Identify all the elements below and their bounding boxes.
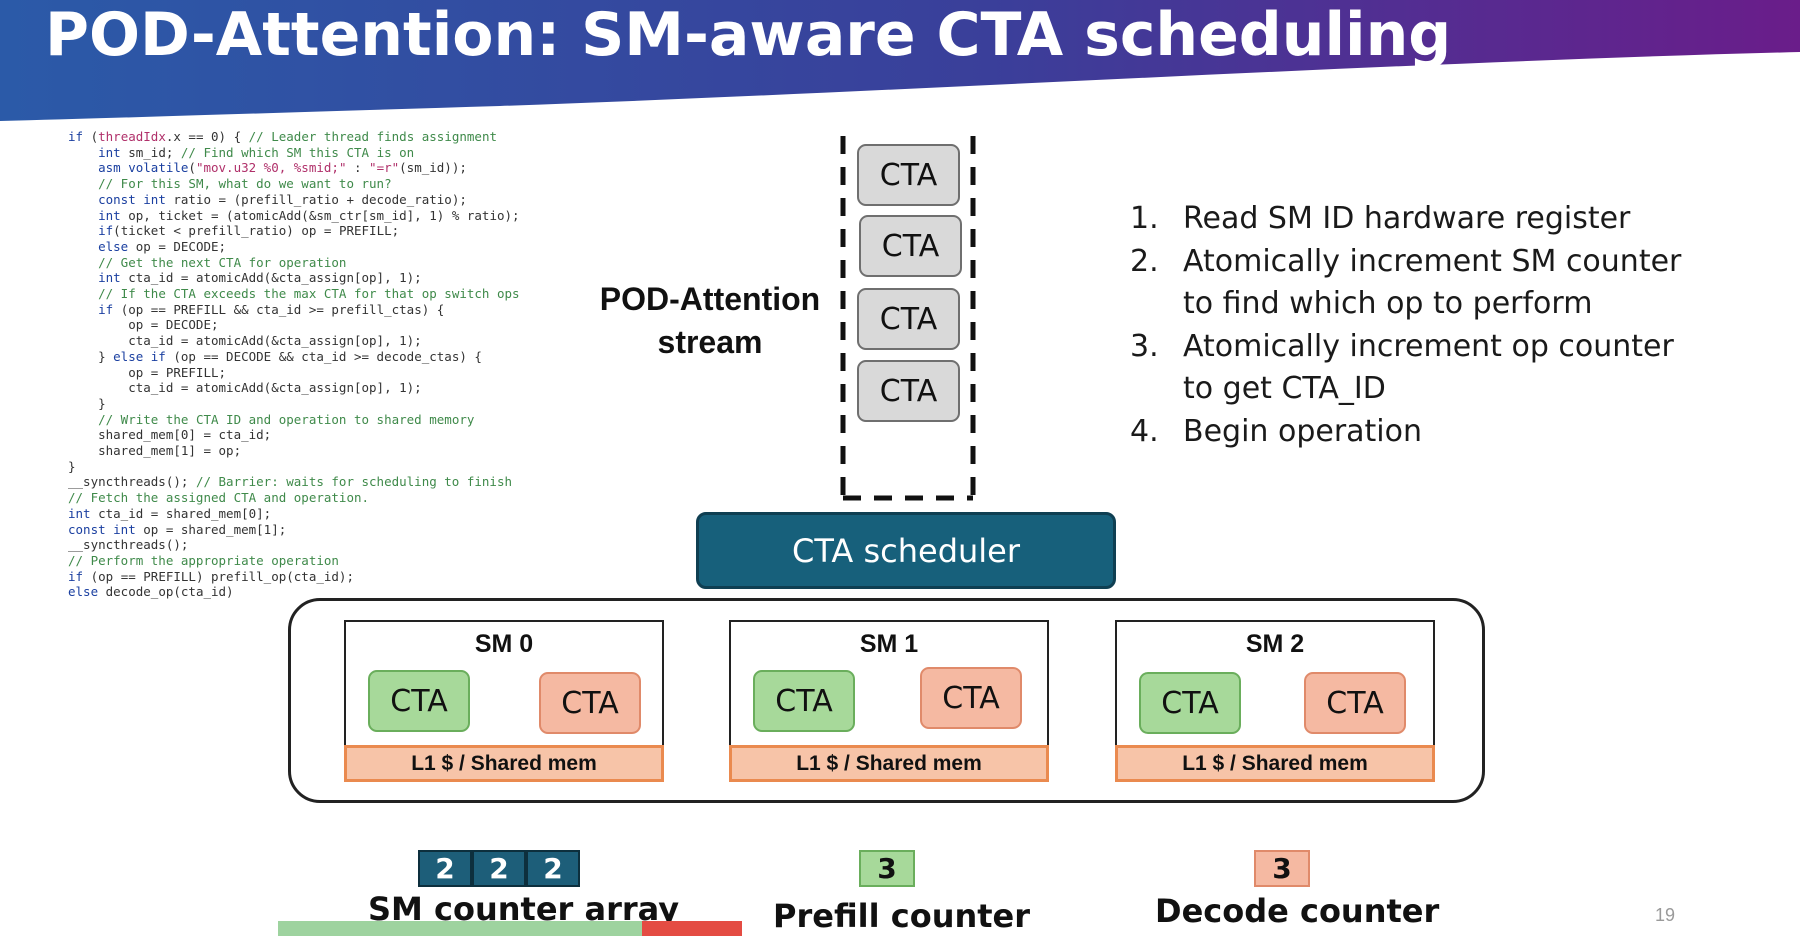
code-line: if (op == PREFILL && cta_id >= prefill_c…	[98, 301, 445, 317]
stream-label: POD-Attention stream	[590, 278, 830, 364]
code-line: cta_id = atomicAdd(&cta_assign[op], 1);	[68, 380, 422, 396]
step-text: Atomically increment op counter	[1183, 328, 1674, 364]
code-line: // For this SM, what do we want to run?	[98, 176, 392, 192]
stream-cta: CTA	[857, 144, 960, 206]
code-listing: if (threadIdx.x == 0) { // Leader thread…	[68, 129, 520, 600]
decode-cta: CTA	[1304, 672, 1406, 734]
code-line: op = DECODE;	[68, 317, 219, 333]
step-number: 2.	[1130, 243, 1159, 279]
sm-1: SM 1 CTA CTA L1 $ / Shared mem	[729, 620, 1049, 782]
step-number: 4.	[1130, 413, 1159, 449]
code-line: __syncthreads(); // Barrier: waits for s…	[68, 474, 513, 490]
bottom-overlay-bar	[642, 921, 742, 936]
step-number: 3.	[1130, 328, 1159, 364]
code-line: int cta_id = shared_mem[0];	[68, 505, 272, 521]
l1-shared-mem: L1 $ / Shared mem	[729, 745, 1049, 782]
code-line: } else if (op == DECODE && cta_id >= dec…	[68, 348, 482, 364]
code-line: // Fetch the assigned CTA and operation.	[68, 490, 370, 506]
steps-list: 1. Read SM ID hardware register 2. Atomi…	[1130, 198, 1730, 453]
code-line: __syncthreads();	[68, 537, 189, 553]
stream-cta: CTA	[859, 215, 962, 277]
code-line: cta_id = atomicAdd(&cta_assign[op], 1);	[68, 333, 422, 349]
decode-counter-label: Decode counter	[1155, 892, 1440, 930]
sm-2: SM 2 CTA CTA L1 $ / Shared mem	[1115, 620, 1435, 782]
code-line: // Write the CTA ID and operation to sha…	[98, 411, 475, 427]
gpu-container	[288, 598, 1485, 803]
sm-title: SM 2	[1245, 630, 1305, 658]
step-text: to find which op to perform	[1183, 286, 1593, 321]
decode-cta: CTA	[920, 667, 1022, 729]
code-line: const int op = shared_mem[1];	[68, 521, 287, 537]
stream-label-line1: POD-Attention	[599, 281, 821, 317]
code-line: int sm_id; // Find which SM this CTA is …	[98, 144, 415, 160]
code-line: int op, ticket = (atomicAdd(&sm_ctr[sm_i…	[98, 207, 520, 223]
prefill-cta: CTA	[1139, 672, 1241, 734]
code-line: }	[68, 458, 76, 474]
prefill-counter: 3	[859, 850, 915, 887]
code-line: shared_mem[1] = op;	[68, 443, 242, 459]
step-text: Atomically increment SM counter	[1183, 243, 1682, 279]
title-banner	[0, 0, 1800, 121]
step-text: Read SM ID hardware register	[1183, 201, 1631, 236]
step-item: 2. Atomically increment SM counter to fi…	[1130, 241, 1730, 326]
code-line: shared_mem[0] = cta_id;	[68, 427, 272, 443]
decode-counter: 3	[1254, 850, 1310, 887]
prefill-cta: CTA	[753, 670, 855, 732]
sm-counter-cell: 2	[472, 850, 526, 887]
code-line: if (threadIdx.x == 0) { // Leader thread…	[68, 129, 498, 144]
cta-scheduler: CTA scheduler	[696, 512, 1116, 589]
sm-0: SM 0 CTA CTA L1 $ / Shared mem	[344, 620, 664, 782]
page-number: 19	[1655, 905, 1676, 925]
prefill-cta: CTA	[368, 670, 470, 732]
l1-shared-mem: L1 $ / Shared mem	[1115, 745, 1435, 782]
step-text: to get CTA_ID	[1183, 371, 1386, 406]
step-text: Begin operation	[1183, 413, 1423, 449]
sm-counter-cell: 2	[418, 850, 472, 887]
sm-title: SM 1	[859, 630, 919, 658]
prefill-counter-cell: 3	[859, 850, 915, 887]
stream-cta: CTA	[857, 360, 960, 422]
stream-queue-border	[840, 136, 976, 501]
prefill-counter-label: Prefill counter	[773, 897, 1031, 935]
code-line: // Perform the appropriate operation	[68, 552, 339, 568]
code-line: // Get the next CTA for operation	[98, 254, 347, 270]
step-number: 1.	[1130, 201, 1159, 236]
bottom-overlay-bar	[278, 921, 642, 936]
code-line: // If the CTA exceeds the max CTA for th…	[98, 286, 520, 302]
step-item: 3. Atomically increment op counter to ge…	[1130, 326, 1730, 411]
code-line: }	[68, 395, 106, 411]
sm-title: SM 0	[474, 630, 534, 658]
code-line: if (op == PREFILL) prefill_op(cta_id);	[68, 568, 354, 584]
l1-shared-mem: L1 $ / Shared mem	[344, 745, 664, 782]
stream-cta: CTA	[857, 288, 960, 350]
code-line: if(ticket < prefill_ratio) op = PREFILL;	[98, 223, 400, 239]
step-item: 4. Begin operation	[1130, 411, 1730, 454]
code-line: op = PREFILL;	[68, 364, 227, 380]
code-line: asm volatile("mov.u32 %0, %smid;" : "=r"…	[98, 160, 467, 176]
step-item: 1. Read SM ID hardware register	[1130, 198, 1730, 241]
slide-title: POD-Attention: SM-aware CTA scheduling	[45, 0, 1452, 70]
decode-counter-cell: 3	[1254, 850, 1310, 887]
stream-label-line2: stream	[657, 324, 763, 360]
decode-cta: CTA	[539, 672, 641, 734]
sm-counter-array: 2 2 2	[418, 850, 580, 887]
sm-counter-cell: 2	[526, 850, 580, 887]
code-line: const int ratio = (prefill_ratio + decod…	[98, 191, 467, 207]
code-line: else decode_op(cta_id)	[68, 584, 234, 600]
code-line: else op = DECODE;	[98, 238, 227, 254]
code-line: int cta_id = atomicAdd(&cta_assign[op], …	[98, 270, 422, 286]
